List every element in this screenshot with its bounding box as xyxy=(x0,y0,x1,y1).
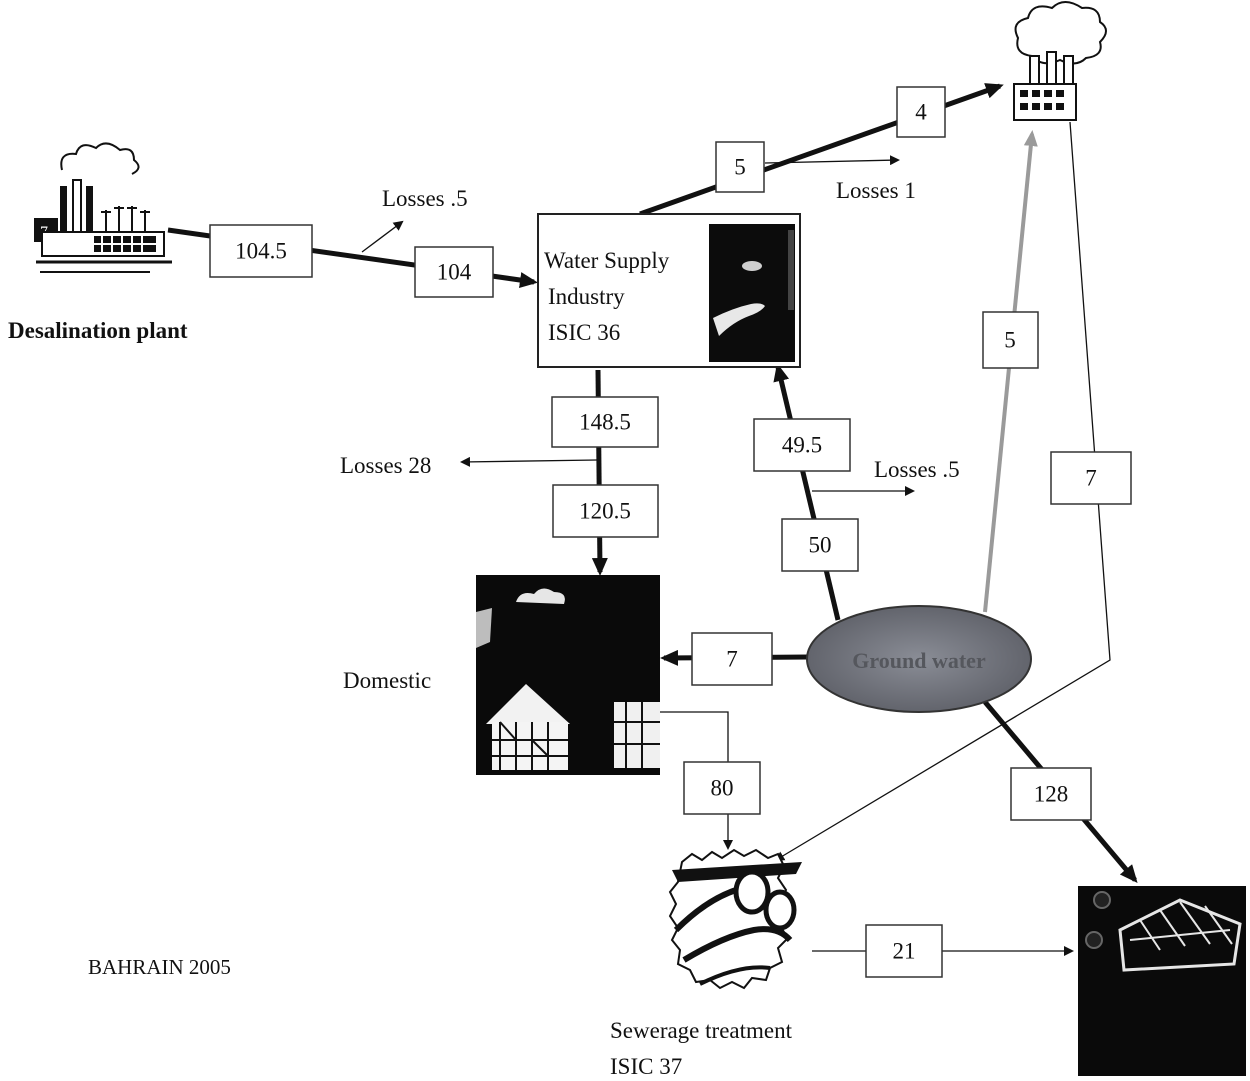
svg-text:50: 50 xyxy=(809,533,832,558)
svg-text:5: 5 xyxy=(1004,328,1016,353)
value-box-gw-agri: 128 xyxy=(1010,767,1092,821)
value-box-industry-in: 4 xyxy=(896,86,946,138)
value-box-industry-sewerage: 7 xyxy=(1050,451,1132,505)
svg-text:7: 7 xyxy=(1085,466,1097,491)
svg-text:49.5: 49.5 xyxy=(782,433,822,458)
svg-text:120.5: 120.5 xyxy=(579,499,631,524)
sewerage-treatment-icon xyxy=(668,848,802,990)
gw-loss-label: Losses .5 xyxy=(874,457,960,482)
water-supply-label-2: Industry xyxy=(548,284,625,309)
groundwater-node xyxy=(806,605,1032,713)
flow-supply-to-industry xyxy=(639,83,1004,217)
domestic-house-image xyxy=(476,575,660,775)
value-box-domestic-sewerage: 80 xyxy=(683,761,761,815)
flow-industry-to-sewerage xyxy=(774,121,1111,862)
flow-gw-to-industry xyxy=(983,130,1038,613)
industry-loss-label: Losses 1 xyxy=(836,178,916,203)
value-box-supply-out: 148.5 xyxy=(551,396,659,448)
value-box-gw-supply-in: 49.5 xyxy=(753,418,851,472)
desalination-label: Desalination plant xyxy=(8,318,188,343)
value-box-desal-out: 104.5 xyxy=(209,224,313,278)
desalination-plant-icon: 7 xyxy=(34,142,172,273)
svg-text:7: 7 xyxy=(726,647,738,672)
flow-industry-loss xyxy=(764,155,900,166)
value-box-domestic-in: 120.5 xyxy=(552,484,659,538)
value-box-gw-supply-out: 50 xyxy=(781,518,859,572)
svg-text:128: 128 xyxy=(1034,782,1069,807)
value-box-desal-in: 104 xyxy=(414,246,494,298)
flow-desal-loss xyxy=(361,220,404,253)
svg-text:5: 5 xyxy=(734,155,746,180)
svg-text:104: 104 xyxy=(437,260,472,285)
water-supply-label-3: ISIC 36 xyxy=(548,320,620,345)
desal-loss-label: Losses .5 xyxy=(382,186,468,211)
sewerage-label-2: ISIC 37 xyxy=(610,1054,682,1079)
value-box-gw-domestic: 7 xyxy=(691,632,773,686)
agriculture-image xyxy=(1078,886,1246,1076)
diagram-caption: BAHRAIN 2005 xyxy=(88,955,231,979)
svg-text:4: 4 xyxy=(915,100,927,125)
svg-text:80: 80 xyxy=(711,776,734,801)
water-supply-node xyxy=(537,213,801,368)
water-tap-image xyxy=(709,224,795,362)
domestic-label: Domestic xyxy=(343,668,431,693)
svg-text:21: 21 xyxy=(893,939,916,964)
svg-text:104.5: 104.5 xyxy=(235,239,287,264)
water-supply-label-1: Water Supply xyxy=(544,248,670,273)
industry-factory-icon xyxy=(1013,1,1107,121)
groundwater-label: Ground water xyxy=(852,648,986,673)
flow-supply-loss xyxy=(460,456,598,467)
sewerage-label-1: Sewerage treatment xyxy=(610,1018,793,1043)
flow-gw-to-supply xyxy=(773,363,841,621)
svg-text:148.5: 148.5 xyxy=(579,410,631,435)
value-box-gw-industry: 5 xyxy=(982,311,1039,369)
value-box-industry-out: 5 xyxy=(715,141,765,193)
value-box-sewerage-agri: 21 xyxy=(865,924,943,978)
supply-loss-label: Losses 28 xyxy=(340,453,431,478)
